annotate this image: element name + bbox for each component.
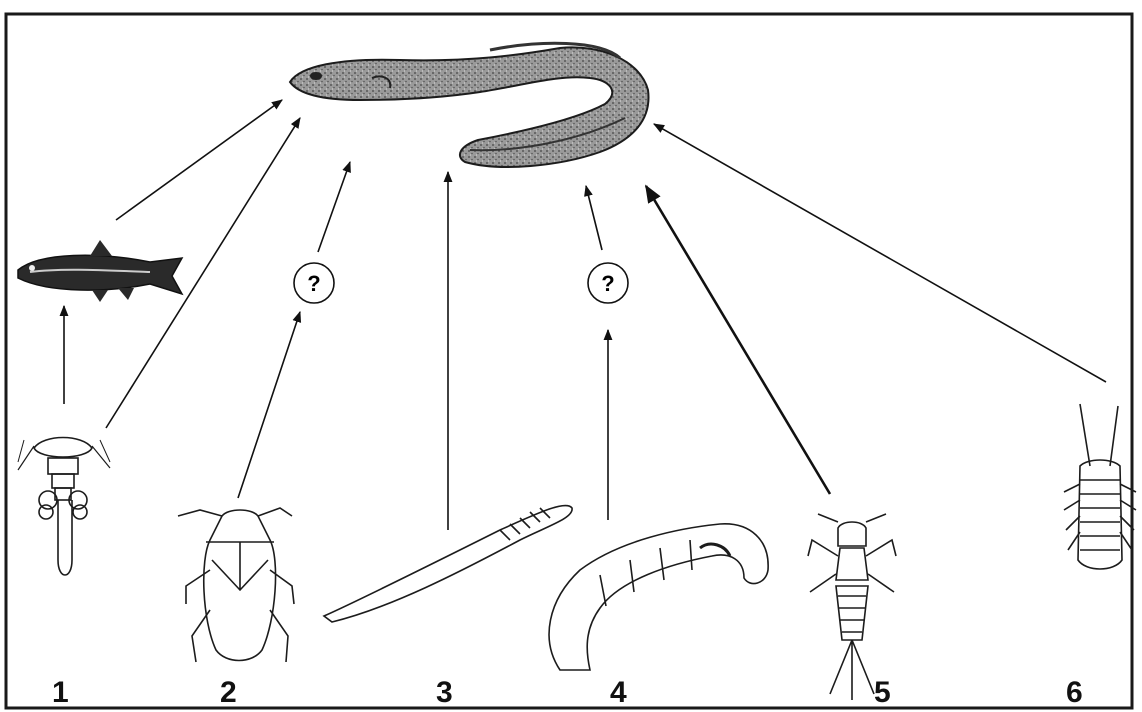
unknown-node-1: ?: [294, 263, 334, 303]
unknown-node-2: ?: [588, 263, 628, 303]
label-organism-6: 6: [1066, 678, 1083, 708]
label-organism-5: 5: [874, 678, 891, 708]
label-organism-1: 1: [52, 678, 69, 708]
label-organism-4: 4: [610, 678, 627, 708]
question-mark-1: ?: [307, 271, 320, 296]
label-organism-2: 2: [220, 678, 237, 708]
question-mark-2: ?: [601, 271, 614, 296]
label-organism-3: 3: [436, 678, 453, 708]
